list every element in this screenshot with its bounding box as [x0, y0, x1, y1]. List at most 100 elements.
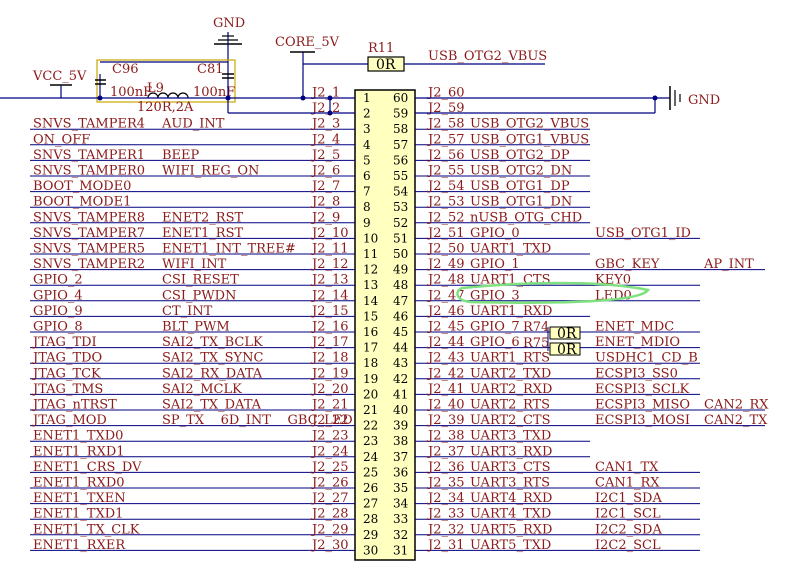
- connector-pin-right: 47: [393, 294, 408, 308]
- left-pin-label: J2_1: [310, 86, 340, 101]
- right-net-function: I2C1_SCL: [595, 507, 661, 522]
- left-net-name: BOOT_MODE0: [33, 179, 131, 194]
- left-net-name: GPIO_2: [33, 273, 83, 288]
- right-pin-label: J2_32: [426, 522, 465, 537]
- right-net-function: CAN1_TX: [595, 460, 659, 475]
- right-net-name: nUSB_OTG_CHD: [470, 210, 582, 225]
- left-pin-label: J2_24: [310, 444, 349, 459]
- left-net-function: SAI2_TX_BCLK: [162, 335, 263, 350]
- left-net-function: SAI2_TX_SYNC: [162, 351, 263, 366]
- right-net-name: UART3_RXD: [470, 444, 552, 459]
- right-net-name: GPIO_6: [470, 335, 520, 350]
- connector-pin-left: 27: [363, 497, 378, 511]
- right-net-function-alt: AP_INT: [703, 257, 754, 272]
- left-pin-label: J2_8: [310, 195, 340, 210]
- left-net-name: ENET1_RXER: [33, 538, 126, 553]
- left-net-name: SNVS_TAMPER7: [33, 226, 145, 241]
- right-net-name: GPIO_3: [470, 288, 520, 303]
- right-net-name: UART3_TXD: [470, 429, 551, 444]
- right-pin-label: J2_35: [426, 476, 465, 491]
- connector-pin-right: 46: [393, 309, 408, 323]
- right-net-function: ECSPI3_MISO: [595, 398, 690, 413]
- connector-pin-right: 38: [393, 434, 408, 448]
- right-net-function: I2C2_SDA: [595, 522, 662, 537]
- left-net-name: SNVS_TAMPER0: [33, 164, 145, 179]
- r11-ref: R11: [368, 41, 394, 56]
- left-pin-label: J2_30: [310, 538, 349, 553]
- c81-value: 100nF: [193, 85, 235, 100]
- left-net-name: ENET1_TXD0: [33, 429, 123, 444]
- left-net-function: AUD_INT: [161, 117, 225, 132]
- left-net-function: BLT_PWM: [162, 320, 230, 335]
- left-pin-label: J2_7: [310, 179, 340, 194]
- left-pin-label: J2_18: [310, 351, 349, 366]
- connector-pin-left: 7: [363, 185, 371, 199]
- left-net-name: SNVS_TAMPER1: [33, 148, 145, 163]
- connector-pin-left: 2: [363, 107, 371, 121]
- left-net-name: SNVS_TAMPER5: [33, 242, 145, 257]
- connector-pin-left: 23: [363, 434, 378, 448]
- connector-pin-left: 22: [363, 419, 378, 433]
- left-net-function: ENET1_INT_TREE#: [162, 242, 296, 257]
- right-net-name: GPIO_1: [470, 257, 520, 272]
- right-net-name: UART2_RTS: [470, 398, 550, 413]
- gnd-top-label: GND: [213, 16, 245, 31]
- right-pin-label: J2_49: [426, 257, 465, 272]
- right-pin-label: J2_45: [426, 320, 465, 335]
- connector-pin-left: 4: [363, 138, 371, 152]
- connector-pin-left: 10: [363, 231, 378, 245]
- right-pin-label: J2_34: [426, 491, 465, 506]
- right-net-name: UART4_TXD: [470, 507, 551, 522]
- connector-pin-right: 39: [393, 419, 408, 433]
- connector-pin-right: 48: [393, 278, 408, 292]
- connector-pin-right: 44: [393, 341, 409, 355]
- left-pin-label: J2_11: [310, 242, 349, 257]
- connector-pin-left: 30: [363, 543, 378, 557]
- connector-pin-left: 28: [363, 512, 378, 526]
- right-net-name: UART2_TXD: [470, 366, 551, 381]
- connector-pin-left: 13: [363, 278, 378, 292]
- right-net-function: ECSPI3_MOSI: [595, 413, 690, 428]
- right-pin-label: J2_31: [426, 538, 465, 553]
- right-pin-label: J2_57: [426, 132, 465, 147]
- left-net-name: SNVS_TAMPER8: [33, 210, 145, 225]
- connector-pin-right: 49: [393, 263, 408, 277]
- left-pin-label: J2_20: [310, 382, 349, 397]
- connector-pin-left: 8: [363, 200, 371, 214]
- connector-pin-left: 9: [363, 216, 371, 230]
- right-net-name: UART3_RTS: [470, 476, 550, 491]
- connector-pin-right: 54: [393, 185, 409, 199]
- connector-pin-left: 16: [363, 325, 378, 339]
- connector-pin-left: 14: [363, 294, 379, 308]
- l9-value: 120R,2A: [137, 100, 194, 115]
- connector-pin-left: 24: [363, 450, 379, 464]
- l9-ref: L9: [147, 81, 164, 96]
- right-pin-label: J2_56: [426, 148, 465, 163]
- r75-resistor: [549, 342, 581, 356]
- right-pin-label: J2_55: [426, 164, 465, 179]
- connector-pin-right: 35: [393, 481, 408, 495]
- right-net-name: USB_OTG1_DP: [470, 179, 570, 194]
- left-pin-label: J2_5: [310, 148, 340, 163]
- connector-pin-right: 41: [393, 387, 408, 401]
- right-pin-label: J2_60: [426, 86, 465, 101]
- right-net-function: CAN1_RX: [595, 476, 660, 491]
- left-pin-label: J2_10: [310, 226, 349, 241]
- connector-pin-right: 57: [393, 138, 408, 152]
- right-net-name: UART2_CTS: [470, 413, 550, 428]
- connector-pin-right: 52: [393, 216, 408, 230]
- right-pin-label: J2_46: [426, 304, 465, 319]
- left-net-name: JTAG_MOD: [31, 413, 107, 428]
- connector-pin-right: 33: [393, 512, 408, 526]
- right-pin-label: J2_37: [426, 444, 465, 459]
- c81-ref: C81: [197, 62, 224, 77]
- left-net-name: JTAG_TMS: [31, 382, 103, 397]
- left-net-function: SAI2_RX_DATA: [162, 366, 263, 381]
- connector-pin-left: 15: [363, 309, 378, 323]
- r11-value: 0R: [376, 57, 396, 73]
- right-net-function-alt: CAN2_TX: [704, 413, 768, 428]
- right-net-function: GBC_KEY: [595, 257, 660, 272]
- connector-pin-right: 42: [393, 372, 408, 386]
